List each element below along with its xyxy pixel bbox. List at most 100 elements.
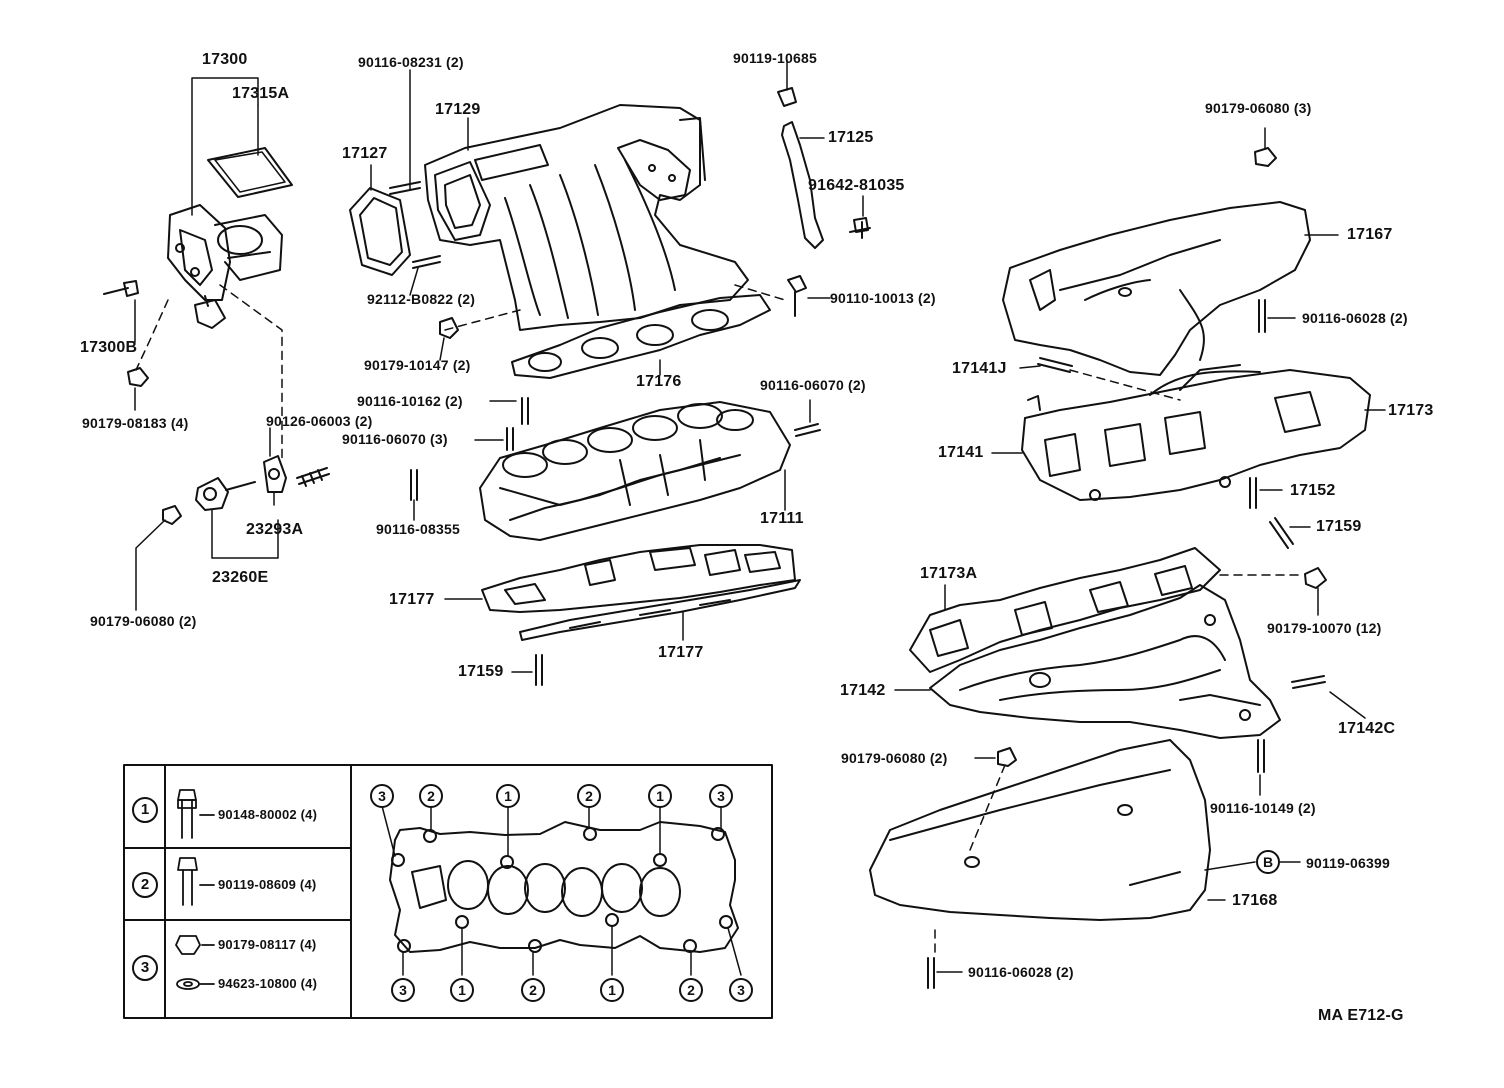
label-90179-06080-3: 90179-06080 (3) (1205, 100, 1312, 116)
bolt-pos-top-3: 1 (496, 784, 520, 808)
bolt-pos-top-6: 3 (709, 784, 733, 808)
stud-17152 (1249, 477, 1257, 509)
label-90116-10149: 90116-10149 (2) (1210, 800, 1316, 816)
throttle-body-17300 (167, 204, 283, 329)
gasket-17173A (909, 547, 1221, 673)
label-17141J: 17141J (952, 360, 1007, 377)
label-17127: 17127 (342, 145, 388, 162)
leader-lines-exhaust (894, 127, 1386, 973)
label-17142: 17142 (840, 682, 886, 699)
bolt-pos-bottom-1: 3 (391, 978, 415, 1002)
bolt-pos-bottom-6: 3 (729, 978, 753, 1002)
label-90179-10147: 90179-10147 (2) (364, 357, 471, 373)
stud-90116-06028-top (1258, 299, 1266, 333)
stud-90116-10149 (1257, 739, 1265, 773)
exhaust-manifold-17142 (929, 584, 1281, 739)
gasket-17315A (207, 147, 293, 198)
legend-bolt-icons (175, 789, 215, 990)
bolt-pos-bottom-4: 1 (600, 978, 624, 1002)
stud-90116-06028-bottom (927, 957, 935, 989)
bolt-pos-top-2: 2 (419, 784, 443, 808)
nut-90179-06080-top (1254, 147, 1277, 167)
label-17173A: 17173A (920, 565, 978, 582)
label-90116-06028-bottom: 90116-06028 (2) (968, 964, 1074, 980)
label-17300B: 17300B (80, 339, 138, 356)
label-23260E: 23260E (212, 569, 269, 586)
nut-90179-10070 (1304, 567, 1327, 589)
gasket-17177-lower (519, 579, 801, 641)
label-91642-81035: 91642-81035 (808, 177, 905, 194)
label-90116-08355: 90116-08355 (376, 521, 460, 537)
label-17173: 17173 (1388, 402, 1434, 419)
intake-plenum-17129 (424, 104, 749, 331)
label-17176: 17176 (636, 373, 682, 390)
intake-manifold-17111 (479, 401, 791, 541)
label-17159-right: 17159 (1316, 518, 1362, 535)
gasket-17127 (349, 187, 411, 276)
label-17152: 17152 (1290, 482, 1336, 499)
stud-17142C (1291, 675, 1326, 689)
bolt-pos-bottom-3: 2 (521, 978, 545, 1002)
heat-insulator-17168 (869, 739, 1211, 921)
legend-row-2-mark: 2 (132, 872, 158, 898)
marker-b: B (1256, 850, 1280, 874)
label-17168: 17168 (1232, 892, 1278, 909)
label-90116-06070-3: 90116-06070 (3) (342, 431, 448, 447)
gasket-17177-upper (481, 544, 796, 613)
bolt-17300B (103, 280, 139, 297)
gasket-17176 (511, 294, 771, 379)
label-90116-10162: 90116-10162 (2) (357, 393, 463, 409)
heat-insulator-17167 (1002, 201, 1311, 376)
label-17159-left: 17159 (458, 663, 504, 680)
label-90116-06070-2: 90116-06070 (2) (760, 377, 866, 393)
stud-17159-left (535, 654, 543, 686)
bolt-pattern-leaders (381, 805, 742, 976)
nut-90179-06080-right (997, 747, 1017, 767)
legend-row-3-part-1: 90179-08117 (4) (218, 937, 317, 952)
label-17167: 17167 (1347, 226, 1393, 243)
exhaust-manifold-17141 (1021, 364, 1371, 501)
label-17111: 17111 (760, 510, 804, 527)
nut-90179-06080-left (162, 505, 182, 525)
legend-row-3-part-2: 94623-10800 (4) (218, 976, 318, 991)
leader-lines-left (134, 77, 283, 611)
bolt-pos-bottom-2: 1 (450, 978, 474, 1002)
label-90179-08183: 90179-08183 (4) (82, 415, 189, 431)
label-90110-10013: 90110-10013 (2) (830, 290, 936, 306)
label-90116-08231: 90116-08231 (2) (358, 54, 464, 70)
label-17125: 17125 (828, 129, 874, 146)
bolt-pos-top-5: 1 (648, 784, 672, 808)
label-17142C: 17142C (1338, 720, 1396, 737)
label-90126-06003: 90126-06003 (2) (266, 413, 373, 429)
stud-17159-right (1269, 517, 1294, 549)
egr-pipe-17125 (777, 87, 871, 249)
studs-lower-intake (410, 397, 821, 501)
nut-90179-08183 (127, 367, 149, 387)
stud-90126-06003 (296, 467, 330, 487)
label-17300: 17300 (202, 51, 248, 68)
label-90179-10070: 90179-10070 (12) (1267, 620, 1382, 636)
label-90116-06028-top: 90116-06028 (2) (1302, 310, 1408, 326)
bolt-pos-top-1: 3 (370, 784, 394, 808)
leader-lines-lower (413, 399, 811, 673)
label-90179-06080-right: 90179-06080 (2) (841, 750, 948, 766)
stud-17141J (1037, 357, 1073, 373)
legend-row-3-mark: 3 (132, 955, 158, 981)
label-90119-06399: 90119-06399 (1306, 855, 1390, 871)
bolt-pattern-gasket (389, 821, 739, 953)
label-17315A: 17315A (232, 85, 290, 102)
studs-90116-08231 (389, 181, 441, 269)
bolt-pos-bottom-5: 2 (679, 978, 703, 1002)
label-17177-a: 17177 (389, 591, 435, 608)
bolt-pos-top-4: 2 (577, 784, 601, 808)
gasket-23293A (263, 455, 287, 493)
label-17129: 17129 (435, 101, 481, 118)
label-17141: 17141 (938, 444, 984, 461)
legend-row-2-part: 90119-08609 (4) (218, 877, 317, 892)
label-90179-06080-left: 90179-06080 (2) (90, 613, 197, 629)
isc-valve-23260E (195, 477, 256, 511)
label-23293A: 23293A (246, 521, 304, 538)
label-90119-10685: 90119-10685 (733, 50, 817, 66)
